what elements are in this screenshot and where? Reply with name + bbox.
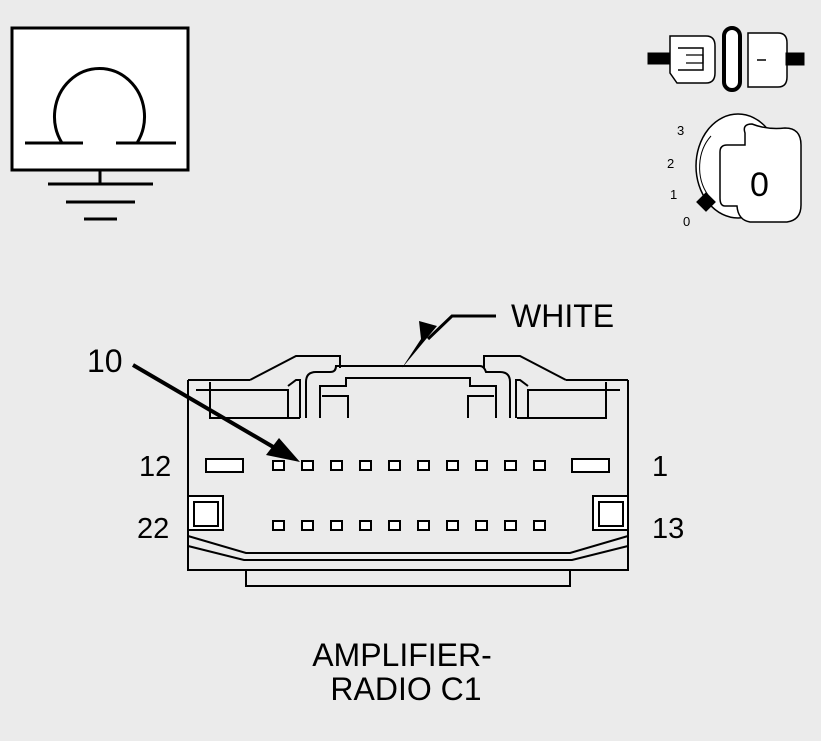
bottom-row-cavity bbox=[533, 520, 546, 531]
bottom-row-cavity bbox=[330, 520, 343, 531]
connector-name-line2: RADIO C1 bbox=[330, 671, 481, 707]
connector-color-label: WHITE bbox=[511, 298, 614, 334]
top-row-cavity bbox=[272, 460, 285, 471]
ignition-key-off-icon: 3 2 1 0 0 bbox=[667, 113, 802, 229]
cavity-1-wide bbox=[571, 458, 610, 473]
ignition-position-2: 2 bbox=[667, 156, 674, 171]
top-row-cavity bbox=[301, 460, 314, 471]
connector-body bbox=[187, 355, 629, 587]
ignition-position-3: 3 bbox=[677, 123, 684, 138]
bottom-row-cavity bbox=[417, 520, 430, 531]
bottom-row-cavity bbox=[504, 520, 517, 531]
pin-callout-number: 10 bbox=[87, 343, 123, 379]
bottom-row-cavity bbox=[359, 520, 372, 531]
connector-disconnected-icon bbox=[647, 26, 805, 92]
pin-cavities-bottom-row bbox=[272, 520, 546, 531]
top-row-cavity bbox=[504, 460, 517, 471]
top-row-cavity bbox=[533, 460, 546, 471]
top-row-cavity bbox=[359, 460, 372, 471]
ignition-key-position-label: 0 bbox=[750, 166, 769, 204]
cavity-12-wide bbox=[205, 458, 244, 473]
ignition-position-0: 0 bbox=[683, 214, 690, 229]
bottom-row-cavity bbox=[272, 520, 285, 531]
pin-label-1: 1 bbox=[652, 451, 668, 483]
connector-name-line1: AMPLIFIER- bbox=[312, 637, 492, 673]
pin-cavities-top-row bbox=[272, 460, 546, 471]
top-row-cavity bbox=[330, 460, 343, 471]
pin-label-13: 13 bbox=[652, 513, 684, 545]
pin-label-12: 12 bbox=[139, 451, 171, 483]
bottom-row-cavity bbox=[301, 520, 314, 531]
bottom-row-cavity bbox=[388, 520, 401, 531]
top-row-cavity bbox=[417, 460, 430, 471]
top-row-cavity bbox=[446, 460, 459, 471]
pin-label-22: 22 bbox=[137, 513, 169, 545]
bottom-row-cavity bbox=[475, 520, 488, 531]
pin-callout-arrow: 10 bbox=[87, 343, 300, 462]
ohmmeter-ground-icon bbox=[10, 26, 190, 221]
top-row-cavity bbox=[388, 460, 401, 471]
top-row-cavity bbox=[475, 460, 488, 471]
color-callout: WHITE bbox=[402, 298, 614, 368]
bottom-row-cavity bbox=[446, 520, 459, 531]
ignition-position-1: 1 bbox=[670, 187, 677, 202]
